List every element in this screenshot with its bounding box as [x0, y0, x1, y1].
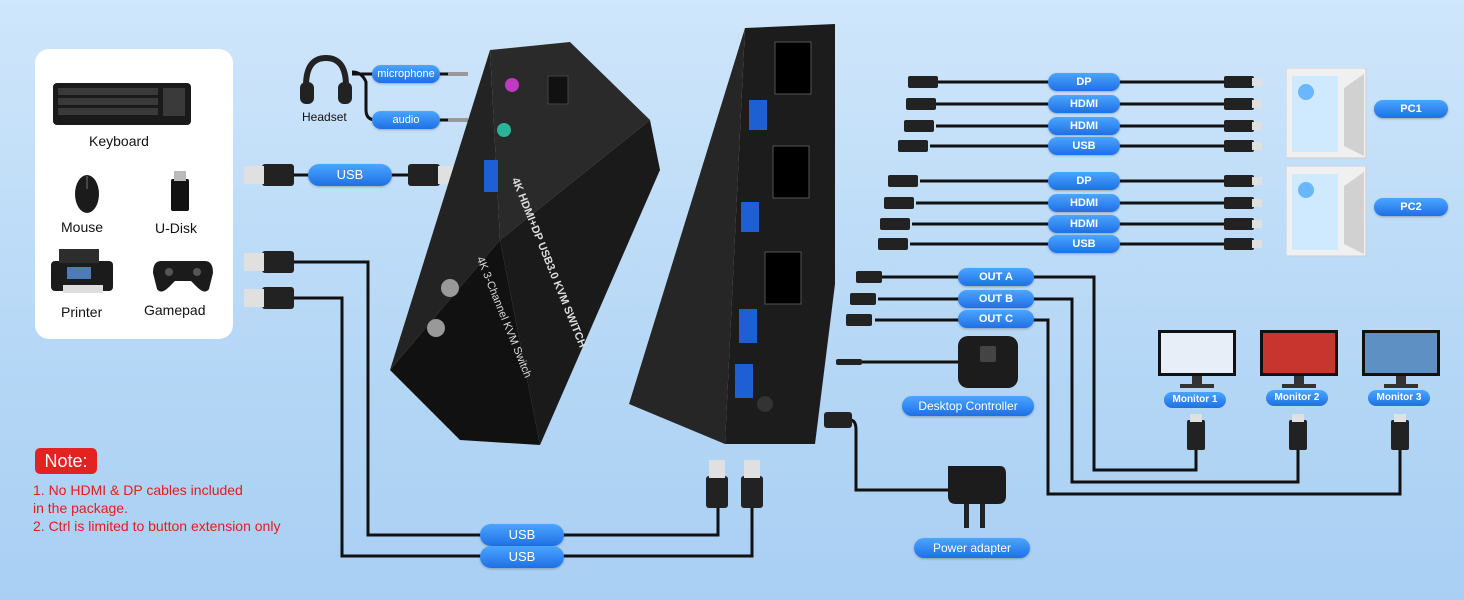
pc1-tower-icon [1286, 68, 1367, 159]
keyboard-label: Keyboard [89, 133, 149, 149]
out-a-pill: OUT A [958, 268, 1034, 286]
microphone-pill: microphone [372, 65, 440, 83]
pc1-cable-dp: DP [1048, 73, 1120, 91]
pc1-cable-usb: USB [1048, 137, 1120, 155]
kvm-front-unit [390, 42, 660, 445]
udisk-icon [171, 171, 189, 211]
note-line-1: 1. No HDMI & DP cables included [33, 482, 243, 498]
monitor-1-label: Monitor 1 [1164, 392, 1226, 408]
out-c-pill: OUT C [958, 310, 1034, 328]
headset-label: Headset [302, 110, 347, 124]
monitor-3-label: Monitor 3 [1368, 390, 1430, 406]
peripherals-panel: Keyboard Mouse U-Disk Printer Gamepad [35, 49, 233, 339]
desktop-controller-icon [958, 336, 1018, 388]
monitor-1-icon [1158, 330, 1236, 388]
mouse-icon [75, 175, 99, 213]
gamepad-icon [153, 261, 213, 292]
headset-icon [300, 54, 352, 104]
monitor-2-icon [1260, 330, 1338, 388]
audio-pill: audio [372, 111, 440, 129]
out-b-pill: OUT B [958, 290, 1034, 308]
pc2-cable-hdmi-1: HDMI [1048, 194, 1120, 212]
pc2-label: PC2 [1374, 198, 1448, 216]
kvm-back-unit [629, 24, 835, 444]
bottom-usb-pill-2: USB [480, 546, 564, 568]
pc2-cable-dp: DP [1048, 172, 1120, 190]
pc2-tower-icon [1286, 166, 1367, 257]
printer-label: Printer [61, 304, 103, 320]
note-line-3: 2. Ctrl is limited to button extension o… [33, 518, 281, 534]
note-line-2: in the package. [33, 500, 128, 516]
pc2-cable-hdmi-2: HDMI [1048, 215, 1120, 233]
mouse-label: Mouse [61, 219, 104, 235]
power-adapter-icon [948, 466, 1006, 528]
monitor-3-icon [1362, 330, 1440, 388]
bottom-usb-pill-1: USB [480, 524, 564, 546]
pc1-label: PC1 [1374, 100, 1448, 118]
power-adapter-pill: Power adapter [914, 538, 1030, 558]
keyboard-icon [53, 83, 191, 125]
left-usb-pill: USB [308, 164, 392, 186]
pc1-cable-hdmi-2: HDMI [1048, 117, 1120, 135]
udisk-label: U-Disk [155, 220, 197, 236]
pc2-cable-usb: USB [1048, 235, 1120, 253]
printer-icon [51, 249, 113, 293]
pc1-cable-hdmi-1: HDMI [1048, 95, 1120, 113]
gamepad-label: Gamepad [144, 302, 206, 318]
note-badge: Note: [35, 448, 97, 474]
monitor-2-label: Monitor 2 [1266, 390, 1328, 406]
desktop-controller-pill: Desktop Controller [902, 396, 1034, 416]
